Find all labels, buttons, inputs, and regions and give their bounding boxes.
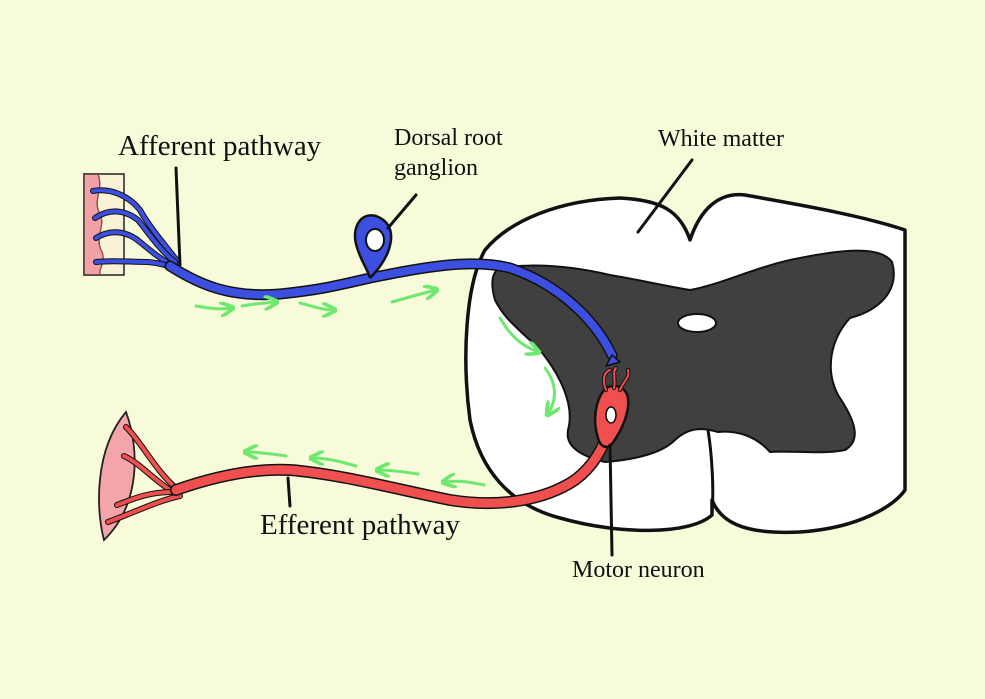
afferent-pointer (174, 166, 182, 267)
afferent-neuron (90, 187, 621, 367)
central-canal (677, 313, 717, 333)
afferent-arrow (240, 302, 276, 306)
efferent-arrow (378, 470, 420, 474)
white-matter-pointer (636, 158, 694, 234)
gray-matter-region (491, 249, 895, 464)
efferent-pointer (286, 476, 292, 508)
dorsal-root-label-line1: Dorsal root (394, 125, 503, 151)
dorsal-root-label-line2: ganglion (394, 155, 478, 181)
ganglion-pointer (386, 193, 418, 230)
motor-neuron-cell-body (593, 366, 631, 449)
afferent-arrow (298, 301, 334, 310)
anterior-fissure (706, 429, 715, 513)
afferent-pathway-label: Afferent pathway (118, 130, 322, 162)
efferent-pathway-label: Efferent pathway (260, 509, 460, 541)
efferent-neuron (105, 419, 616, 525)
signal-direction-arrows (194, 290, 554, 485)
label-pointers (174, 158, 694, 557)
efferent-arrow (312, 458, 358, 468)
dorsal-root-ganglion (353, 214, 393, 279)
interneuron-arrow (498, 316, 538, 352)
efferent-arrow (444, 481, 486, 485)
white-matter-label: White matter (658, 126, 784, 152)
muscle-effector-icon (98, 410, 136, 542)
interneuron-arrow (543, 366, 554, 414)
afferent-arrow (194, 306, 232, 309)
efferent-arrow (246, 452, 288, 456)
motor-neuron-label: Motor neuron (572, 557, 705, 583)
afferent-arrow (390, 290, 436, 304)
motor-neuron-pointer (608, 443, 614, 557)
